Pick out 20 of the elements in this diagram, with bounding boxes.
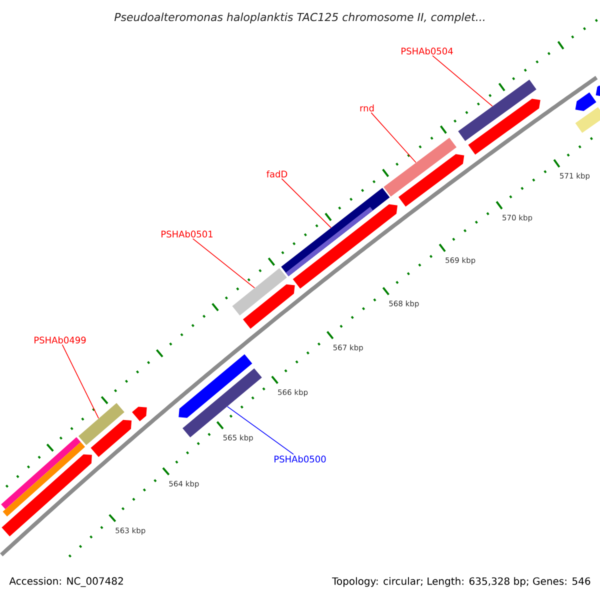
footer-text: Accession: NC_007482 bbox=[9, 577, 123, 587]
leader-line bbox=[192, 238, 255, 288]
leader-line bbox=[281, 178, 332, 228]
gene-bar bbox=[78, 403, 124, 446]
gene-label: rnd bbox=[360, 104, 374, 112]
gene-bar bbox=[281, 188, 390, 276]
gene-bar bbox=[232, 268, 287, 316]
gene-label: PSHAb0501 bbox=[162, 230, 212, 238]
gene-bar bbox=[458, 80, 536, 141]
leader-line bbox=[432, 55, 493, 107]
gene-bar bbox=[384, 138, 457, 197]
gene-label: PSHAb0499 bbox=[34, 336, 86, 344]
gene-label: PSHAb0500 bbox=[274, 456, 326, 462]
leader-line bbox=[227, 406, 294, 455]
gene-label: PSHAb0504 bbox=[402, 48, 453, 54]
leader-line bbox=[370, 112, 416, 163]
leader-line bbox=[62, 344, 99, 419]
gene-label: fadD bbox=[266, 170, 288, 178]
title: Pseudoalteromonas haloplanktis TAC125 chromosome II, complet... bbox=[114, 12, 484, 24]
footer-text: Topology: circular; Length: 635,328 bp; Genes: 546 bbox=[332, 577, 590, 587]
